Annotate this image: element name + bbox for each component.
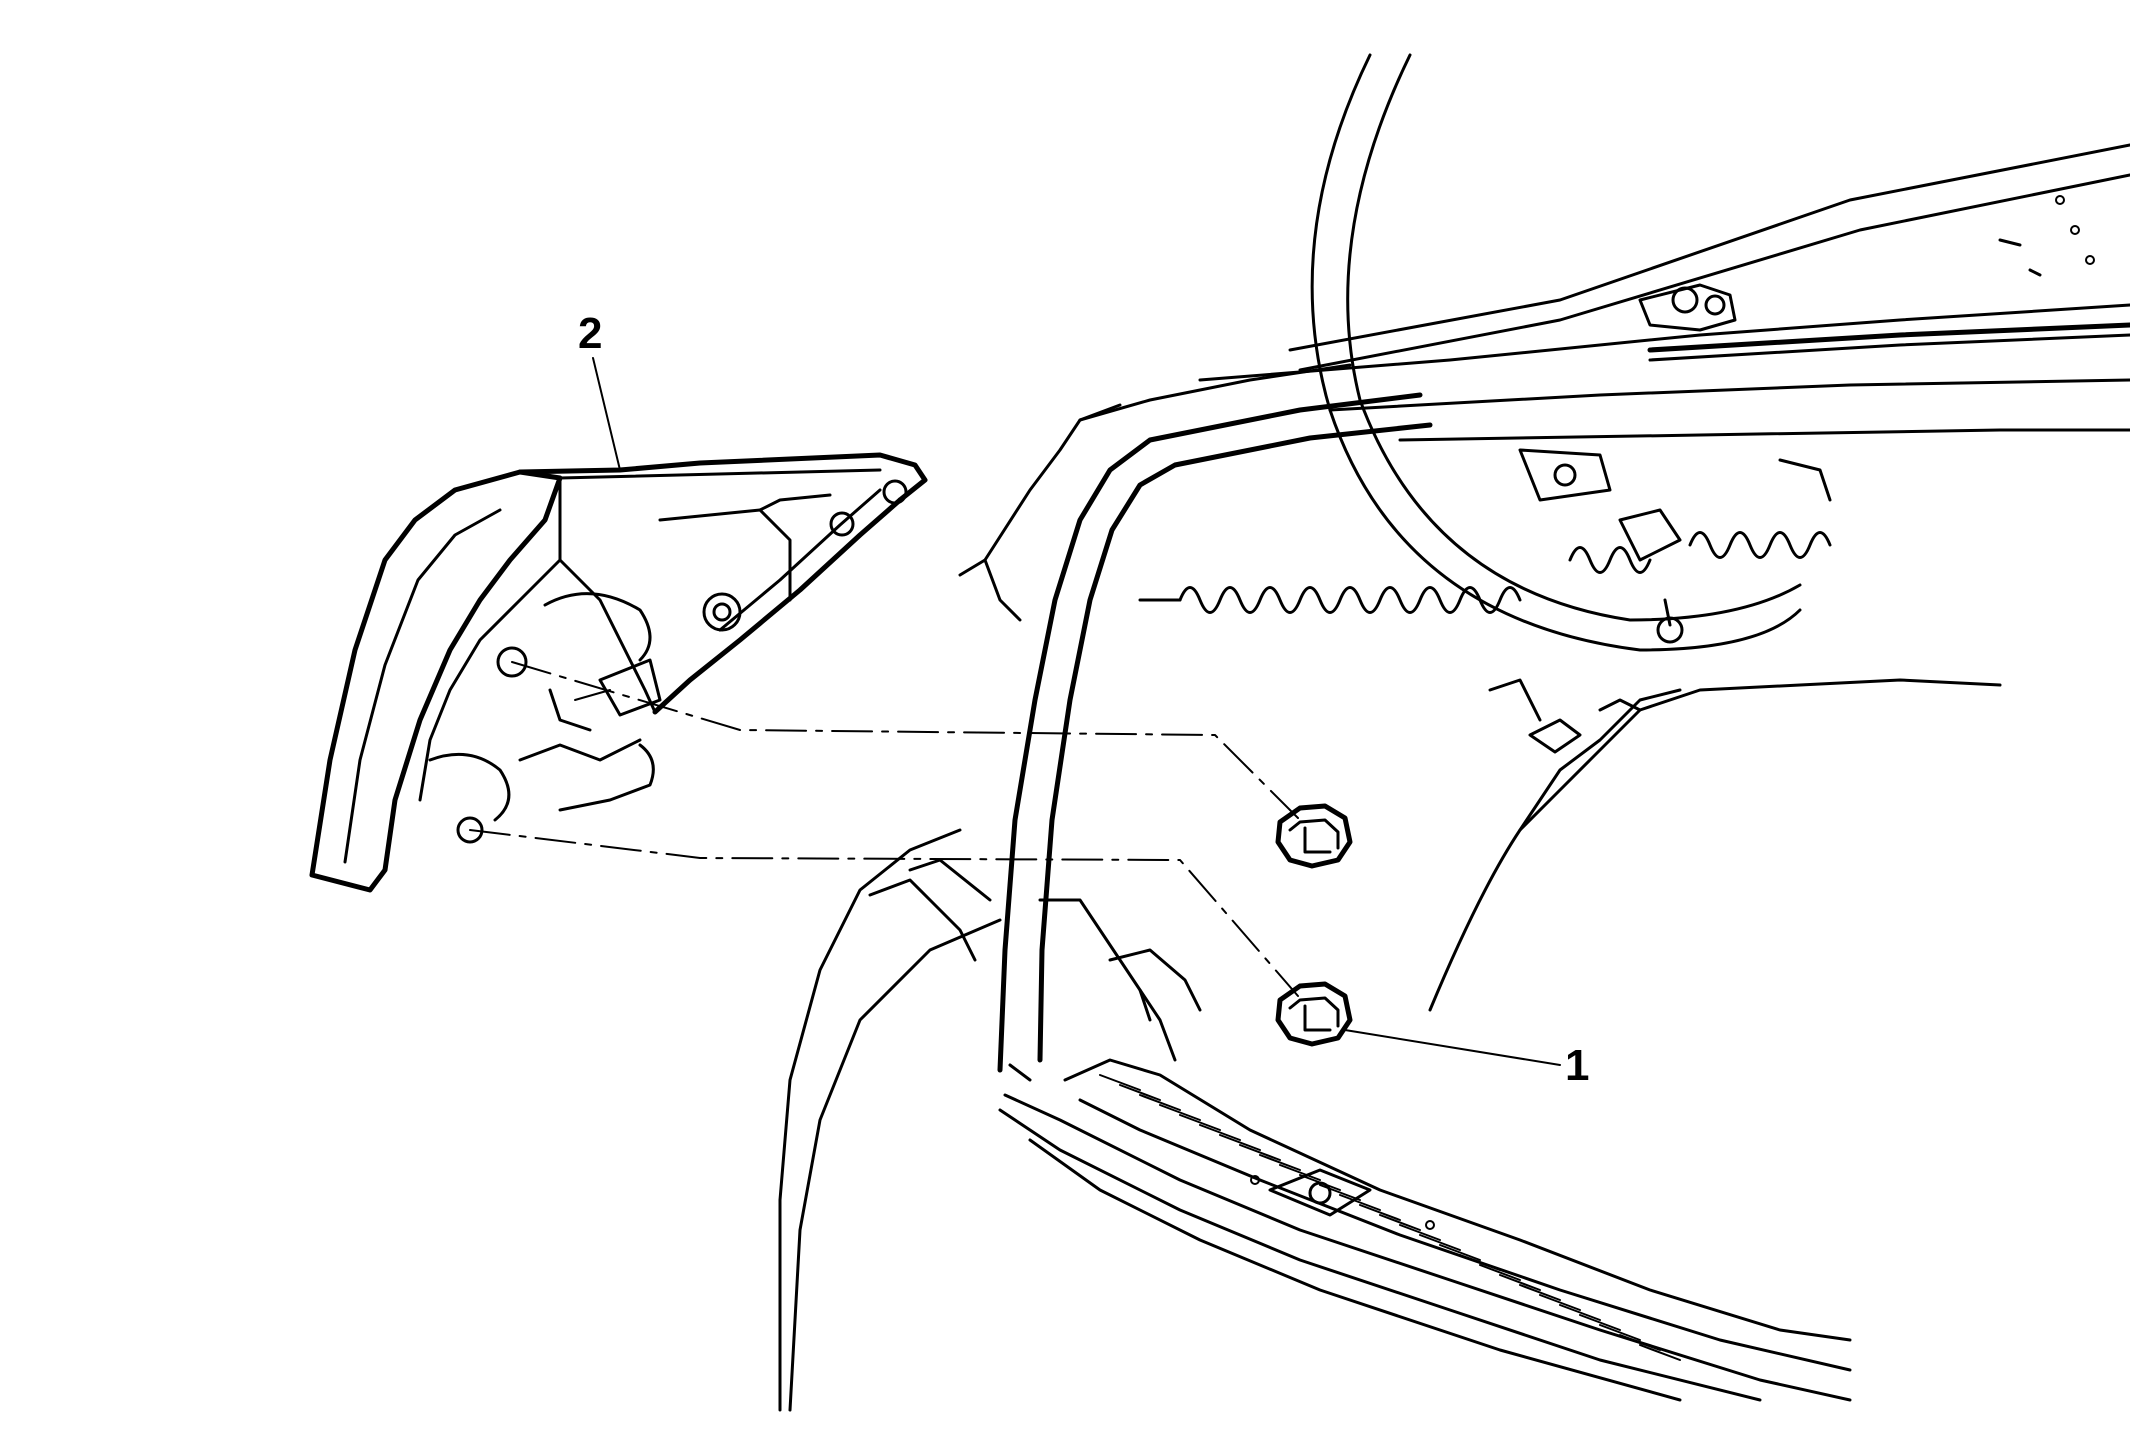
- leader-line-1: [1344, 1029, 1561, 1066]
- trunk-lid-and-hinge: [1138, 53, 2130, 1012]
- vehicle-rear-body: [778, 363, 1852, 1412]
- torsion-spring: [1138, 531, 1832, 614]
- fastener-nut-upper: [1275, 803, 1353, 869]
- scuff-plate-ribs: [1099, 1074, 1681, 1361]
- alignment-lines: [469, 661, 1299, 997]
- callout-label-1: 1: [1565, 1041, 1589, 1090]
- tail-lamp-assembly: [309, 452, 928, 893]
- callout-label-2: 2: [578, 309, 602, 358]
- fastener-nut-lower: [1275, 981, 1353, 1047]
- rear-scuff-plate: [1063, 1058, 1852, 1372]
- leader-line-2: [592, 357, 621, 471]
